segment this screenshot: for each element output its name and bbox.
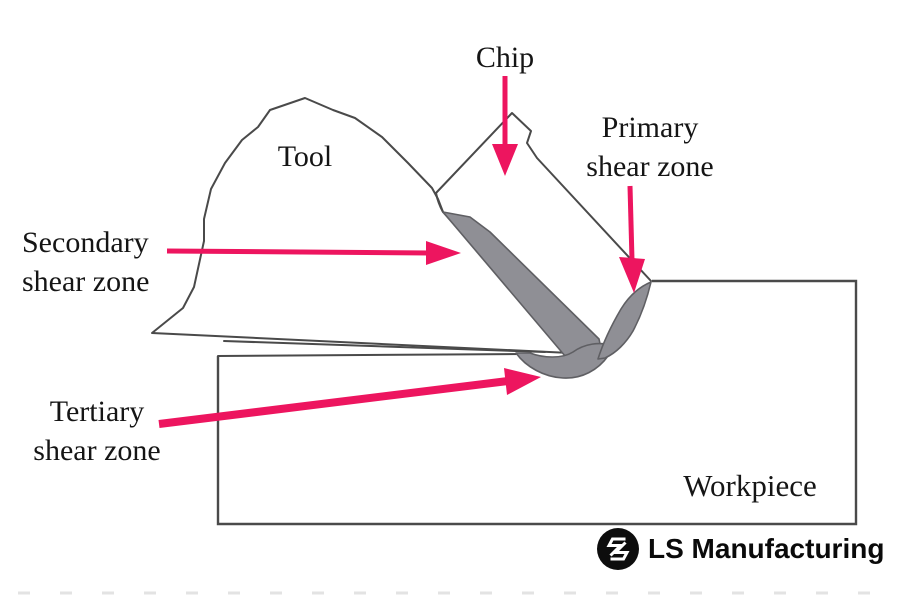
tertiary-shear-zone-label: Tertiary shear zone	[16, 392, 178, 470]
tool-clearance-line	[223, 340, 546, 353]
tertiary-label-line2: shear zone	[33, 434, 161, 467]
tertiary-label-line1: Tertiary	[49, 395, 145, 428]
primary-shear-zone-label: Primary shear zone	[569, 108, 731, 186]
tool-label-text: Tool	[277, 140, 333, 173]
chip-root-curve	[435, 192, 444, 213]
workpiece-outline	[216, 279, 858, 526]
workpiece-label-text: Workpiece	[683, 468, 817, 503]
secondary-label-line1: Secondary	[22, 226, 149, 259]
brand-watermark: LS Manufacturing	[596, 527, 884, 571]
chip-arrow	[492, 76, 518, 176]
primary-shear-zone-arrow	[619, 185, 645, 293]
primary-label-line2: shear zone	[586, 150, 714, 183]
chip-outline	[435, 112, 652, 282]
secondary-shear-zone-band	[442, 211, 603, 369]
workpiece-label: Workpiece	[669, 466, 831, 505]
primary-label-line1: Primary	[601, 111, 699, 144]
machined-surface-line	[217, 353, 523, 357]
chip-label: Chip	[455, 38, 555, 77]
secondary-label-line2: shear zone	[22, 265, 150, 298]
secondary-shear-zone-label: Secondary shear zone	[22, 223, 149, 301]
ls-monogram-icon	[597, 528, 639, 570]
tertiary-shear-zone-arrow	[158, 368, 541, 428]
tool-label: Tool	[255, 137, 355, 176]
secondary-shear-zone-arrow	[166, 241, 461, 265]
chip-label-text: Chip	[475, 41, 535, 74]
primary-shear-zone-sliver	[597, 281, 652, 360]
brand-name: LS Manufacturing	[648, 533, 885, 564]
